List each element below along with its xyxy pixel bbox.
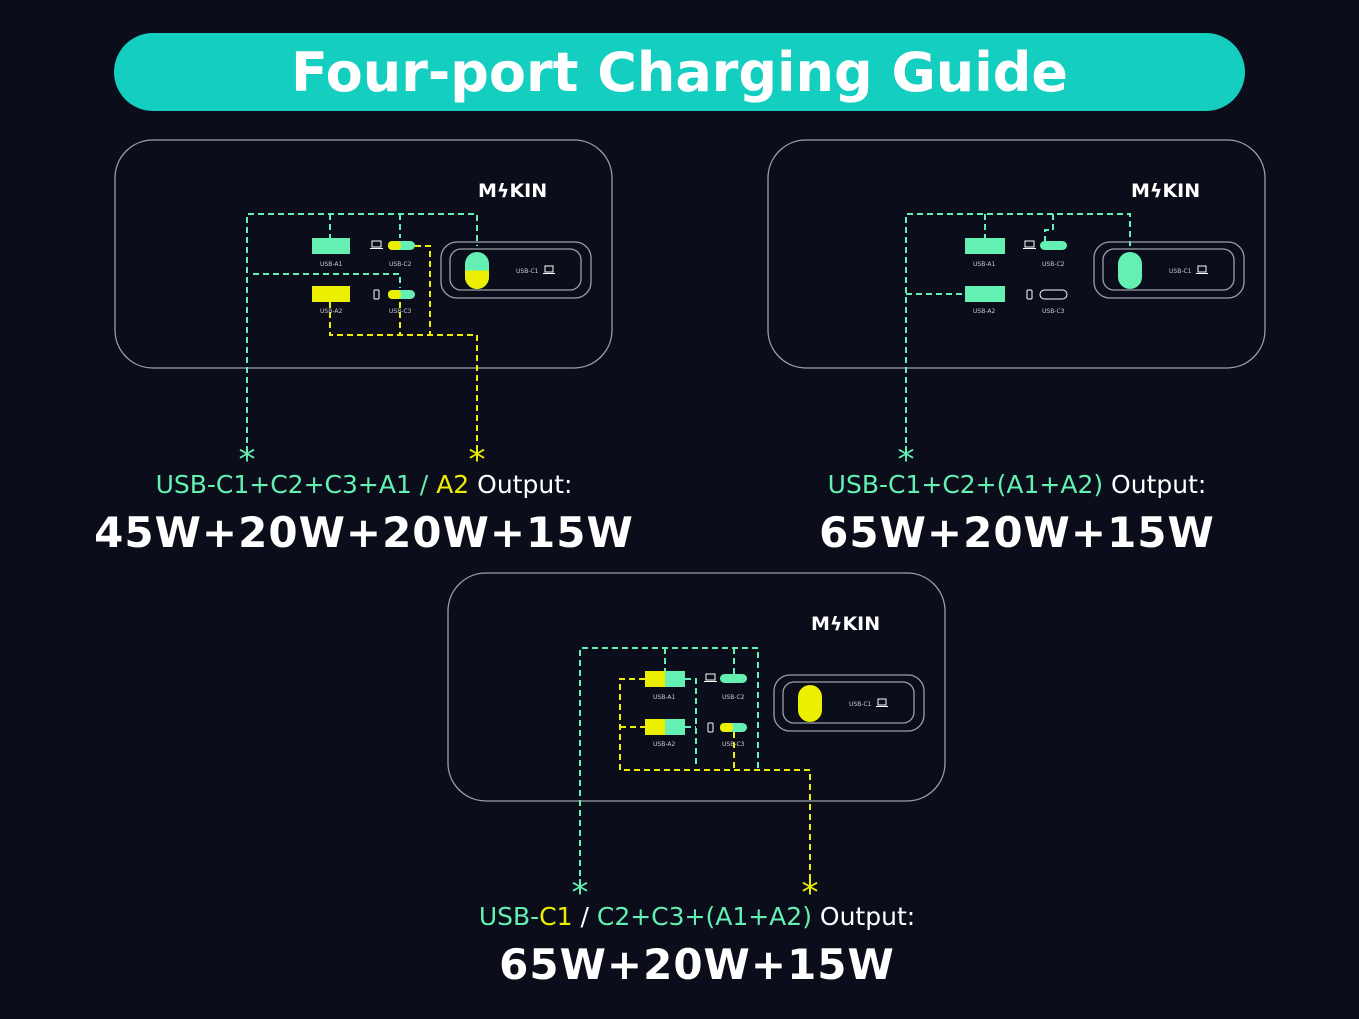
usb-c1-port [1118,252,1142,289]
usb-c2-label: USB-C2 [1042,261,1065,268]
usb-a1-label: USB-A1 [320,261,342,268]
charger-body [767,139,1266,369]
brand-logo: MϟKIN [1131,180,1200,202]
usb-a1-label: USB-A1 [973,261,995,268]
mode-2-caption: USB-C1+C2+(A1+A2) Output: [827,470,1207,499]
mode-2-watts: 65W+20W+15W [819,508,1215,557]
green-circuit [246,213,478,453]
usb-c3-label: USB-C3 [389,308,412,315]
title-banner: Four-port Charging Guide [114,33,1245,111]
mode-1-watts: 45W+20W+20W+15W [94,508,634,557]
usb-c1-port [798,685,822,722]
usb-a2-label: USB-A2 [973,308,995,315]
laptop-icon-c1 [877,698,887,706]
usb-a2-label: USB-A2 [653,741,675,748]
usb-c2-label: USB-C2 [389,261,412,268]
usb-c1-housing [440,241,592,299]
usb-c1-label: USB-C1 [516,268,539,275]
usb-c1-housing [773,674,925,732]
yellow-circuit [329,245,478,453]
usb-a1-port [312,238,350,254]
charger-diagram-2: MϟKIN USB-A1 USB-C2 USB-A2 USB-C3 USB-C1… [767,139,1266,480]
charger-body [447,572,946,802]
charger-diagram-3: MϟKIN USB-A1 USB-C2 USB-A2 [447,572,946,913]
laptop-icon [1024,240,1035,248]
laptop-icon-c1 [1197,265,1207,273]
yellow-asterisk-icon: * [469,440,486,480]
page-title: Four-port Charging Guide [290,40,1069,104]
brand-logo: MϟKIN [478,180,547,202]
laptop-icon [705,673,716,681]
usb-c1-label: USB-C1 [849,701,872,708]
usb-c3-label: USB-C3 [1042,308,1065,315]
usb-a1-label: USB-A1 [653,694,675,701]
green-asterisk-icon: * [239,440,256,480]
usb-c2-port [720,674,747,683]
green-circuit [905,213,1131,453]
usb-c2-label: USB-C2 [722,694,745,701]
yellow-asterisk-icon: * [802,873,819,913]
mode-1-caption: USB-C1+C2+C3+A1 / A2 Output: [155,470,573,499]
mode-3-watts: 65W+20W+15W [499,940,895,989]
laptop-icon [371,240,382,248]
usb-c2-port [1040,241,1067,250]
phone-icon [1026,289,1033,300]
laptop-icon-c1 [544,265,554,273]
green-asterisk-icon: * [572,873,589,913]
usb-a2-port [965,286,1005,302]
phone-icon [707,722,714,733]
charger-body [114,139,613,369]
green-circuit [579,647,759,886]
usb-c1-housing [1093,241,1245,299]
phone-icon [373,289,380,300]
mode-3-caption: USB-C1 / C2+C3+(A1+A2) Output: [478,902,916,931]
usb-c3-port [1039,289,1068,300]
usb-c3-label: USB-C3 [722,741,745,748]
yellow-circuit [619,678,811,886]
usb-a2-label: USB-A2 [320,308,342,315]
green-asterisk-icon: * [898,440,915,480]
usb-c1-label: USB-C1 [1169,268,1192,275]
brand-logo: MϟKIN [811,613,880,635]
usb-a1-port [965,238,1005,254]
charger-diagram-1: MϟKIN USB-A1 USB-C2 USB-A2 USB-C3 [114,139,613,480]
usb-a2-port [312,286,350,302]
